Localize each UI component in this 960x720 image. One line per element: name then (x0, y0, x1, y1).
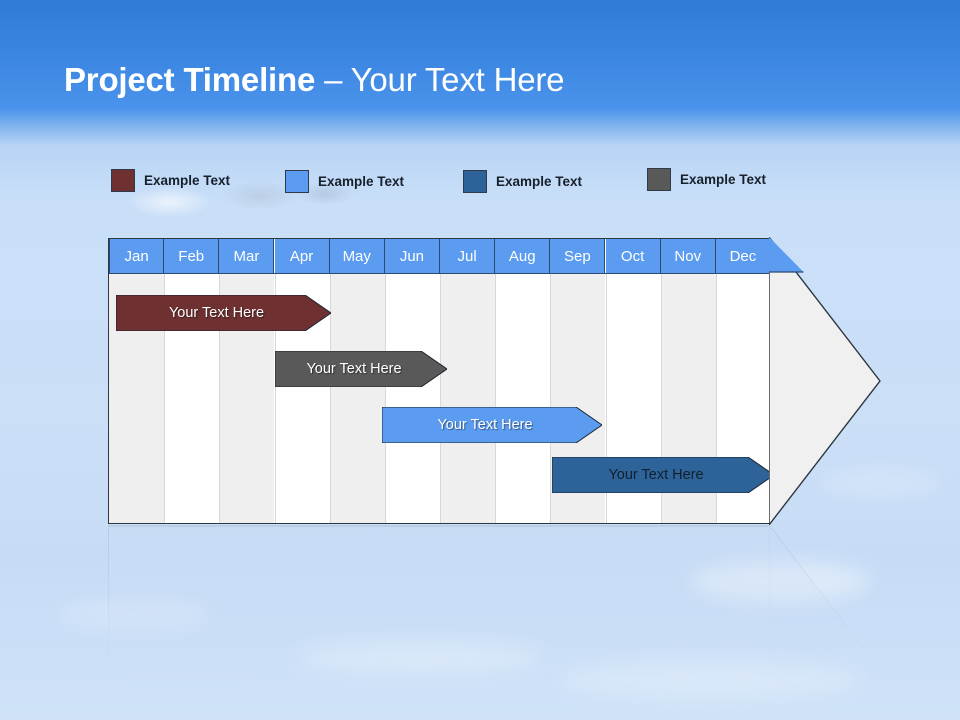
month-header-jan[interactable]: Jan (109, 239, 165, 273)
timeline-bar-shape (552, 457, 769, 493)
legend-item-label: Example Text (496, 174, 583, 189)
column-separator (384, 273, 386, 523)
column-separator (495, 273, 497, 523)
legend: Example Text Example Text Example Text Exam… (0, 160, 960, 206)
timeline-bar-shape (116, 295, 331, 331)
month-column-jan (109, 239, 165, 523)
month-column-feb (164, 239, 220, 523)
legend-item-3: Example Text (647, 168, 766, 191)
timeline-bar-label: Your Text Here (437, 417, 533, 433)
page-title: Project Timeline – Your Text Here (64, 58, 564, 102)
column-separator (440, 273, 441, 523)
month-header-dec[interactable]: Dec (715, 239, 769, 273)
column-separator (329, 273, 331, 523)
cloud-decoration (60, 600, 210, 628)
column-separator (550, 273, 552, 523)
timeline-bar-shape (382, 407, 602, 443)
timeline-bar-1[interactable]: Your Text Here (275, 351, 447, 387)
timeline-bar-label: Your Text Here (608, 467, 704, 483)
page-title-separator: – (315, 61, 351, 98)
page-title-bold: Project Timeline (64, 61, 316, 98)
legend-item-label: Example Text (318, 174, 405, 189)
month-column-jul (440, 239, 496, 523)
legend-item-label: Example Text (144, 173, 231, 188)
month-header-mar[interactable]: Mar (219, 239, 275, 273)
month-header-apr[interactable]: Apr (274, 239, 330, 273)
cloud-decoration (300, 640, 540, 674)
timeline-bar-3[interactable]: Your Text Here (552, 457, 769, 493)
timeline-bar-label: Your Text Here (168, 305, 265, 321)
page-title-light: Your Text Here (350, 61, 565, 98)
month-header-jun[interactable]: Jun (384, 239, 440, 273)
column-separator (219, 273, 221, 523)
column-separator (605, 273, 607, 523)
legend-swatch-icon (285, 170, 309, 193)
cloud-decoration (690, 560, 870, 602)
month-header-may[interactable]: May (329, 239, 385, 273)
month-column-aug (495, 239, 551, 523)
header-underline (109, 273, 769, 274)
timeline-bar-0[interactable]: Your Text Here (116, 295, 331, 331)
cloud-decoration (560, 660, 860, 700)
month-header-nov[interactable]: Nov (660, 239, 716, 273)
legend-swatch-icon (111, 169, 135, 192)
legend-swatch-icon (463, 170, 487, 193)
month-header-sep[interactable]: Sep (550, 239, 606, 273)
column-separator (274, 273, 276, 523)
timeline-bar-shape (275, 351, 447, 387)
timeline-bar-label: Your Text Here (306, 361, 402, 377)
legend-item-1: Example Text (285, 170, 404, 193)
month-header-oct[interactable]: Oct (605, 239, 661, 273)
legend-item-2: Example Text (463, 170, 582, 193)
column-separator (164, 273, 166, 523)
month-column-mar (219, 239, 275, 523)
legend-swatch-icon (647, 168, 671, 191)
timeline-bar-2[interactable]: Your Text Here (382, 407, 602, 443)
column-separator (715, 273, 717, 523)
month-header-jul[interactable]: Jul (440, 239, 496, 273)
month-header-aug[interactable]: Aug (495, 239, 551, 273)
column-separator (660, 273, 662, 523)
month-header-feb[interactable]: Feb (164, 239, 220, 273)
chart-reflection-body (108, 525, 770, 670)
chart-reflection-arrowhead (769, 525, 880, 670)
legend-item-label: Example Text (680, 172, 767, 187)
legend-item-0: Example Text (111, 169, 230, 192)
chart-reflection (108, 525, 880, 675)
timeline-arrowhead (769, 237, 881, 525)
